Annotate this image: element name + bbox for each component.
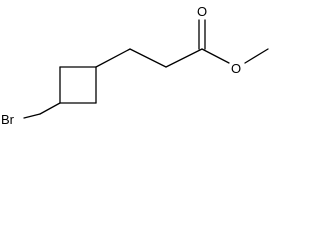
ring-to-bromine-carbon-bond <box>39 102 61 115</box>
propanoate-chain <box>95 48 203 68</box>
chain-bond-2 <box>129 48 167 68</box>
carbon-bromine-bond <box>23 113 41 119</box>
chain-bond-1 <box>95 48 131 68</box>
methoxy-bond <box>244 48 269 64</box>
ester-bond <box>201 48 230 64</box>
bromine-label: Br <box>1 112 15 126</box>
carbonyl-oxygen-label: O <box>197 4 207 19</box>
cyclobutane-ring <box>59 66 97 104</box>
chain-bond-3 <box>165 48 203 68</box>
ester-oxygen-label: O <box>231 61 241 76</box>
chemical-structure: Br O O <box>1 4 269 126</box>
